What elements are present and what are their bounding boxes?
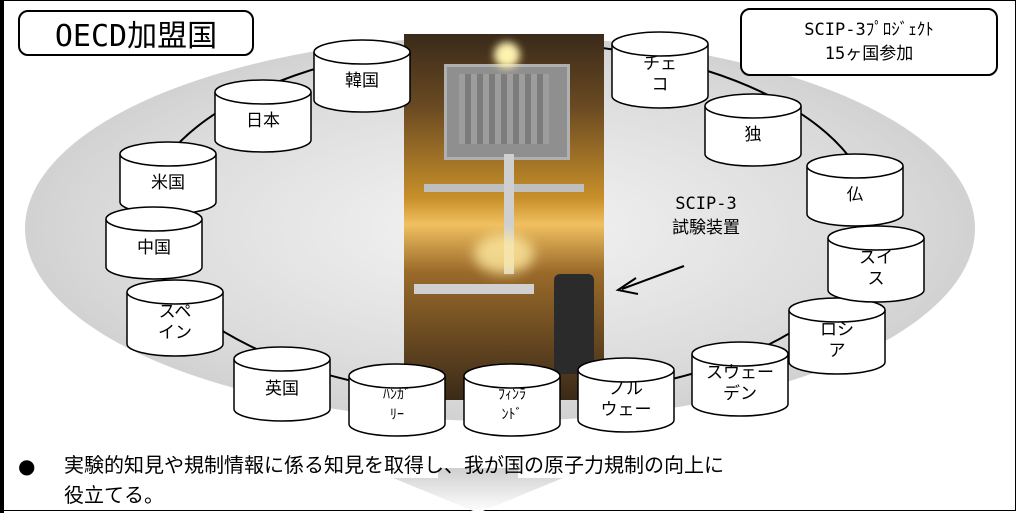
project-box: SCIP-3ﾌﾟﾛｼﾞｪｸﾄ 15ヶ国参加 — [740, 8, 998, 76]
country-cylinder: 仏 — [805, 152, 905, 228]
country-cylinder: 日本 — [213, 78, 313, 154]
country-cylinder: ノルウェー — [576, 356, 676, 434]
country-cylinder: ﾊﾝｶﾞﾘｰ — [347, 362, 447, 438]
country-label: チェコ — [643, 54, 677, 95]
bullet-marker: ● — [18, 454, 36, 478]
device-label-line1: SCIP-3 — [675, 194, 737, 214]
country-cylinder: 英国 — [232, 345, 332, 423]
country-cylinder: スペイン — [125, 278, 225, 358]
project-line2: 15ヶ国参加 — [824, 44, 914, 64]
country-label: ノルウェー — [600, 379, 652, 420]
country-label: ﾊﾝｶﾞﾘｰ — [383, 387, 411, 423]
left-border — [0, 0, 4, 513]
country-label: 韓国 — [345, 70, 379, 91]
country-label: 仏 — [846, 184, 864, 205]
project-line1: SCIP-3ﾌﾟﾛｼﾞｪｸﾄ — [804, 20, 934, 40]
country-cylinder: 独 — [703, 92, 803, 168]
country-label: スウェーデン — [706, 363, 774, 404]
country-label: 米国 — [151, 172, 185, 193]
country-cylinder: スイス — [826, 224, 926, 304]
country-cylinder: ﾌｨﾝﾗﾝﾄﾞ — [462, 362, 562, 438]
country-cylinder: 中国 — [104, 205, 204, 281]
country-label: 中国 — [137, 237, 171, 258]
bullet-text-line1: 実験的知見や規制情報に係る知見を取得し、我が国の原子力規制の向上に — [64, 453, 724, 477]
scip3-device-photo — [404, 34, 604, 400]
country-cylinder: 米国 — [118, 140, 218, 216]
country-cylinder: ロシア — [787, 296, 887, 376]
country-label: スイス — [859, 248, 893, 289]
country-label: 日本 — [246, 110, 280, 131]
country-cylinder: チェコ — [610, 30, 710, 110]
bullet-text-line2: 役立てる。 — [64, 483, 164, 507]
device-label-line2: 試験装置 — [672, 218, 740, 238]
country-cylinder: 韓国 — [312, 38, 412, 114]
down-arrow-icon — [393, 468, 563, 513]
device-label: SCIP-3 試験装置 — [646, 192, 766, 240]
country-label: ﾌｨﾝﾗﾝﾄﾞ — [498, 387, 526, 423]
title-box: OECD加盟国 — [18, 10, 254, 56]
country-label: ロシア — [820, 320, 854, 361]
country-label: 独 — [744, 124, 762, 145]
country-label: 英国 — [265, 378, 299, 399]
country-label: スペイン — [158, 302, 192, 343]
country-cylinder: スウェーデン — [690, 340, 790, 418]
title-text: OECD加盟国 — [54, 19, 218, 54]
